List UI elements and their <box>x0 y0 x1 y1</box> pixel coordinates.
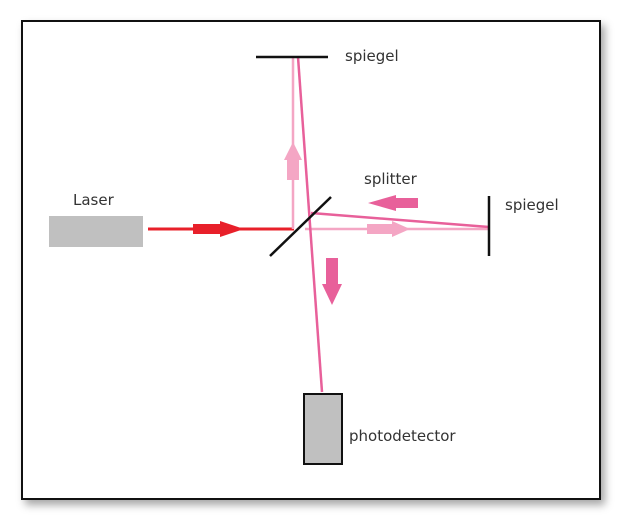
beam-splitter <box>269 196 332 257</box>
laser-source <box>49 216 143 247</box>
laser-beam-arrow <box>193 221 244 237</box>
beam-up-arrow <box>284 142 302 180</box>
photodetector-label: photodetector <box>349 427 456 445</box>
beam-left-arrow <box>368 195 418 211</box>
beam-down-arrow <box>322 258 342 305</box>
beam-return-right <box>310 211 490 229</box>
laser-label: Laser <box>73 191 115 209</box>
splitter-label: splitter <box>364 170 418 188</box>
right-mirror-label: spiegel <box>505 196 559 214</box>
top-mirror-label: spiegel <box>345 47 399 65</box>
photodetector <box>303 393 343 465</box>
beam-right-arrow <box>367 221 410 237</box>
beam-return-top <box>296 56 324 393</box>
